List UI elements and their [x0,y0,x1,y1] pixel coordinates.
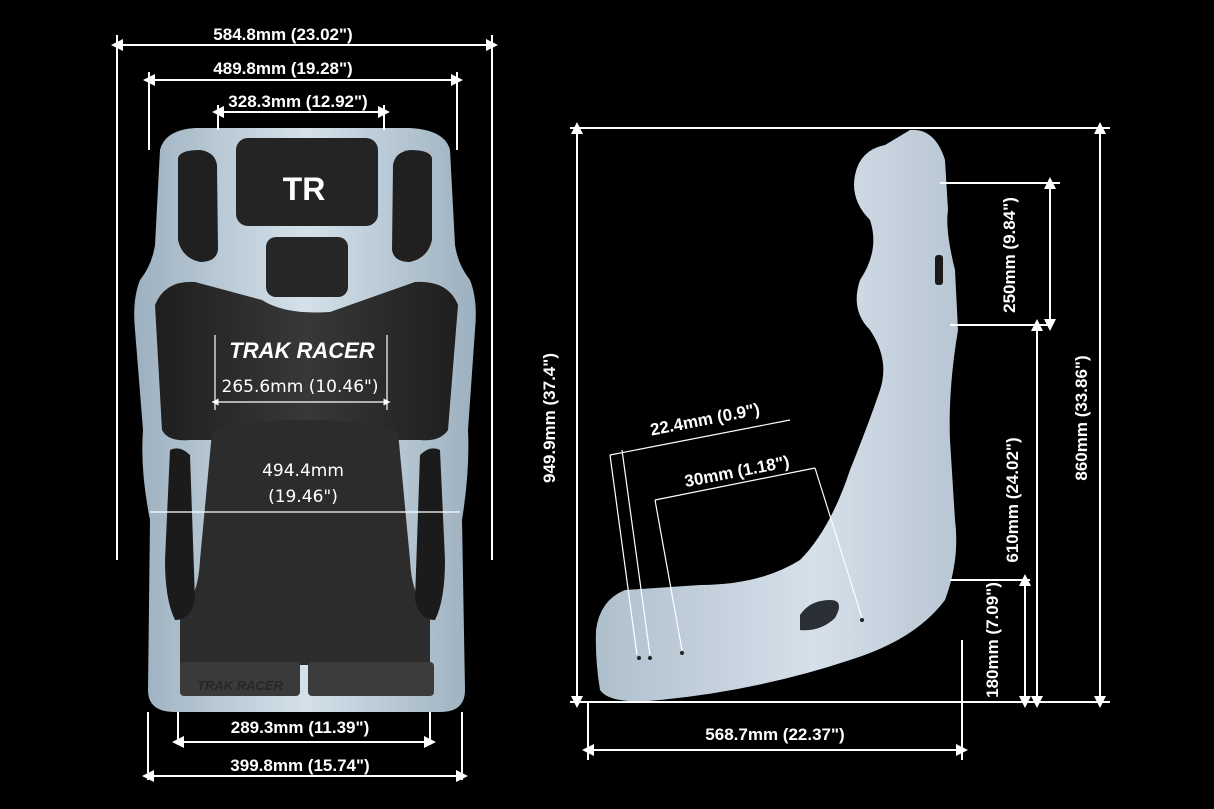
back-height-label: 610mm (24.02") [1003,437,1022,562]
back-width-label: 265.6mm (10.46") [222,377,379,397]
front-dimensions: 584.8mm (23.02") 489.8mm (19.28") 328.3m… [111,25,498,782]
mount-hole-4 [860,618,864,622]
harness-slot-1-label: 22.4mm (0.9") [649,400,762,440]
mount-hole-1 [637,656,641,660]
shoulder-width-label: 489.8mm (19.28") [213,59,352,78]
hip-width-label: 494.4mm [262,461,344,481]
base-width-label: 399.8mm (15.74") [230,756,369,775]
left-bolster [165,448,195,620]
bottom-brand-text: TRAK RACER [197,678,284,693]
side-cutout [800,600,839,631]
side-slot [935,255,943,285]
total-back-height-label: 860mm (33.86") [1072,355,1091,480]
headrest-height-label: 250mm (9.84") [1000,197,1019,313]
hip-width-inch-label: (19.46") [268,487,338,507]
mount-hole-2 [648,656,652,660]
right-wing-pad [392,150,432,262]
side-view [595,129,958,702]
depth-label: 568.7mm (22.37") [705,725,844,744]
left-wing-pad [178,150,218,262]
brand-text: TRAK RACER [229,338,375,363]
tr-logo: TR [283,171,326,207]
front-bumper-right [308,662,434,696]
headrest-pad [236,138,378,226]
headrest-width-label: 328.3mm (12.92") [228,92,367,111]
mount-hole-3 [680,651,684,655]
overall-width-label: 584.8mm (23.02") [213,25,352,44]
neck-pad [266,237,348,297]
seat-shell-side [595,129,958,702]
harness-slot-2-label: 30mm (1.18") [683,452,791,491]
seat-base-width-label: 289.3mm (11.39") [231,718,369,737]
right-bolster [415,448,445,620]
seat-height-label: 180mm (7.09") [983,582,1002,698]
front-view: TRAK RACER TR TRAK RACER 265.6mm (10.46"… [134,128,476,712]
seat-cushion [180,420,430,665]
front-bumper-left [180,662,300,696]
overall-height-label: 949.9mm (37.4") [540,353,559,483]
